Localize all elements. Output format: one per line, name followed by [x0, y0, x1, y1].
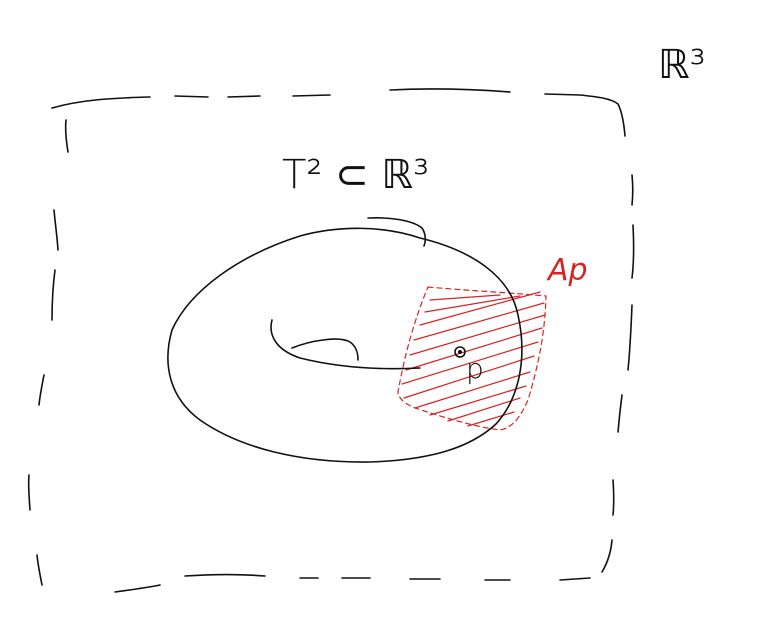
point-p-marker [454, 346, 466, 358]
neighborhood-label: Ap [546, 253, 588, 288]
point-label: p [466, 352, 484, 385]
ambient-space-label: ℝ³ [658, 42, 706, 88]
ambient-space-box [27, 88, 635, 593]
neighborhood-hatch [397, 286, 547, 431]
torus-in-space-label: T² ⊂ ℝ³ [282, 152, 429, 198]
torus [167, 217, 523, 463]
